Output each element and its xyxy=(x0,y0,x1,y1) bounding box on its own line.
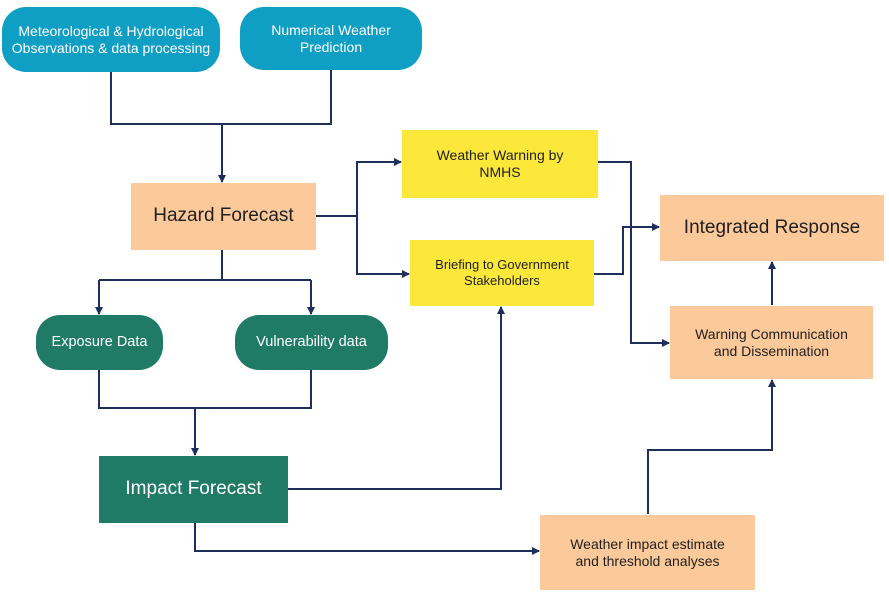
briefing-node: Briefing to Government Stakeholders xyxy=(410,240,594,306)
exposure-data-label: Exposure Data xyxy=(51,333,148,350)
connector-met-obs xyxy=(110,72,222,125)
impact-forecast-node: Impact Forecast xyxy=(99,456,288,523)
arrow-to-warning-comm xyxy=(647,379,776,514)
arrow-to-briefing xyxy=(316,215,410,278)
vulnerability-data-label: Vulnerability data xyxy=(256,333,367,350)
arrow-to-weather-impact xyxy=(194,523,540,555)
arrow-to-exposure xyxy=(99,279,311,314)
warning-communication-label: Warning Communication and Dissemination xyxy=(695,325,848,359)
arrow-briefing-to-integrated xyxy=(594,223,660,275)
met-obs-label: Meteorological & Hydrological Observatio… xyxy=(11,22,211,56)
exposure-data-node: Exposure Data xyxy=(36,315,163,370)
arrow-warning-to-comm xyxy=(598,161,670,347)
hazard-forecast-node: Hazard Forecast xyxy=(131,183,316,250)
integrated-response-node: Integrated Response xyxy=(660,195,884,261)
nwp-label: Numerical Weather Prediction xyxy=(271,21,391,55)
integrated-response-label: Integrated Response xyxy=(683,216,861,238)
arrow-to-weather-warning xyxy=(316,158,402,217)
weather-impact-node: Weather impact estimate and threshold an… xyxy=(540,515,755,590)
nwp-node: Numerical Weather Prediction xyxy=(240,7,422,70)
arrow-impact-to-briefing xyxy=(288,306,505,490)
weather-warning-node: Weather Warning by NMHS xyxy=(402,130,598,198)
briefing-label: Briefing to Government Stakeholders xyxy=(435,257,569,288)
vulnerability-data-node: Vulnerability data xyxy=(235,315,388,370)
hazard-forecast-label: Hazard Forecast xyxy=(153,205,294,227)
connector-exposure-down xyxy=(98,370,312,409)
connector-nwp xyxy=(222,70,332,125)
impact-forecast-label: Impact Forecast xyxy=(125,478,262,500)
weather-warning-label: Weather Warning by NMHS xyxy=(436,147,564,180)
weather-impact-label: Weather impact estimate and threshold an… xyxy=(570,535,725,569)
met-obs-node: Meteorological & Hydrological Observatio… xyxy=(2,7,220,72)
warning-communication-node: Warning Communication and Dissemination xyxy=(670,306,873,379)
